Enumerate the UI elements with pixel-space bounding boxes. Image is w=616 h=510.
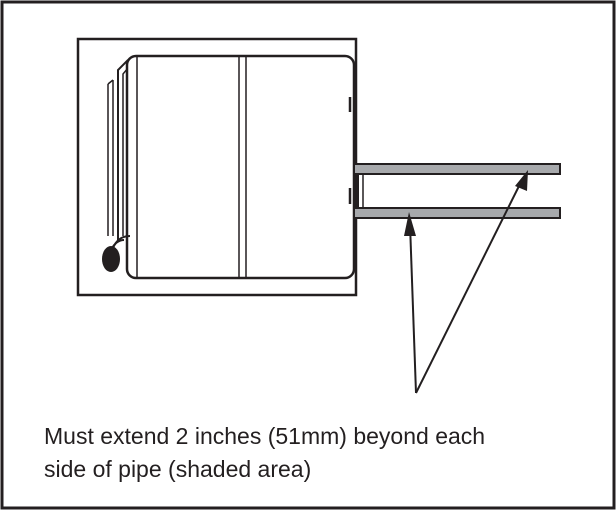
drain-cap-icon bbox=[102, 235, 131, 272]
pipe-lower bbox=[353, 207, 561, 219]
caption-line-1: Must extend 2 inches (51mm) beyond each bbox=[44, 423, 486, 449]
caption-line-2: side of pipe (shaded area) bbox=[44, 456, 312, 482]
pipe-collar bbox=[357, 174, 364, 208]
pipe-upper bbox=[353, 163, 561, 175]
arrowhead-lower-pipe bbox=[404, 212, 416, 236]
leader-arrows bbox=[404, 170, 528, 394]
unit-body bbox=[125, 54, 356, 280]
instruction-caption: Must extend 2 inches (51mm) beyond each … bbox=[44, 420, 584, 486]
arrowhead-upper-pipe bbox=[515, 170, 528, 191]
